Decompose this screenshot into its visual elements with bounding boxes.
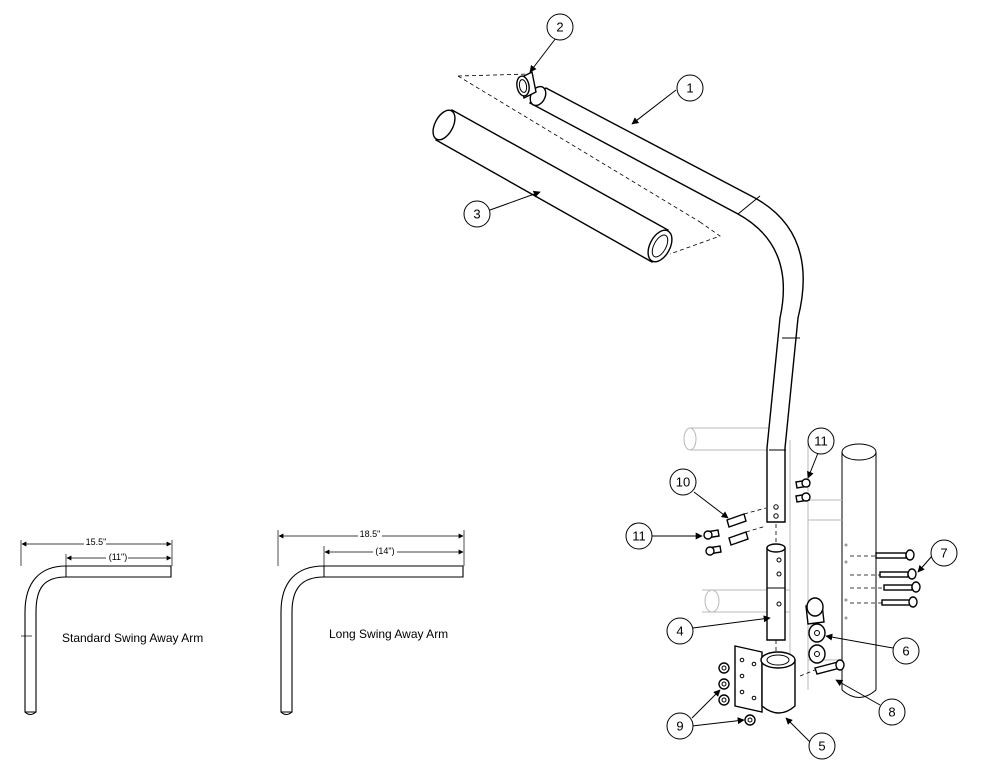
svg-text:2: 2 <box>556 20 563 35</box>
callout-7: 7 <box>917 539 958 573</box>
armpad-outline <box>457 73 721 255</box>
svg-text:10: 10 <box>676 475 690 490</box>
standard-arm-view: 15.5" (11") Standard Swing Away Arm <box>20 536 203 715</box>
callout-8: 8 <box>835 679 906 726</box>
receiver-post <box>766 524 786 660</box>
callout-5: 5 <box>785 717 836 760</box>
svg-text:4: 4 <box>676 624 683 639</box>
svg-text:3: 3 <box>473 207 480 222</box>
standard-arm-caption: Standard Swing Away Arm <box>62 631 203 645</box>
washers <box>805 597 826 664</box>
long-bolts <box>850 549 921 608</box>
callout-10: 10 <box>669 468 729 519</box>
svg-text:6: 6 <box>902 644 909 659</box>
clamp-bracket <box>734 645 796 714</box>
long-overall-dimension: 18.5" <box>360 529 381 539</box>
svg-text:7: 7 <box>940 546 947 561</box>
callout-3: 3 <box>463 190 541 228</box>
callout-4: 4 <box>666 615 771 645</box>
callout-9: 9 <box>666 689 745 740</box>
long-arm-caption: Long Swing Away Arm <box>329 627 448 641</box>
foam-grip <box>432 109 673 263</box>
svg-text:8: 8 <box>888 705 895 720</box>
callout-2: 2 <box>529 13 574 73</box>
pins <box>726 507 767 546</box>
callout-11-upper: 11 <box>807 427 835 479</box>
svg-text:11: 11 <box>814 434 828 449</box>
svg-text:9: 9 <box>676 719 683 734</box>
long-arm-view: 18.5" (14") Long Swing Away Arm <box>277 528 465 715</box>
end-cap <box>516 70 537 100</box>
standard-overall-dimension: 15.5" <box>86 537 107 547</box>
arm-tube <box>528 85 804 523</box>
callout-6: 6 <box>825 633 920 665</box>
long-inner-dimension: (14") <box>375 546 394 556</box>
svg-text:1: 1 <box>686 81 693 96</box>
callout-1: 1 <box>631 74 704 125</box>
callout-11-lower: 11 <box>625 522 703 550</box>
clamp-bolt <box>799 659 845 677</box>
svg-text:5: 5 <box>818 739 825 754</box>
standard-inner-dimension: (11") <box>109 552 128 562</box>
nuts <box>718 662 756 726</box>
screws <box>703 478 811 556</box>
svg-text:11: 11 <box>632 529 646 544</box>
